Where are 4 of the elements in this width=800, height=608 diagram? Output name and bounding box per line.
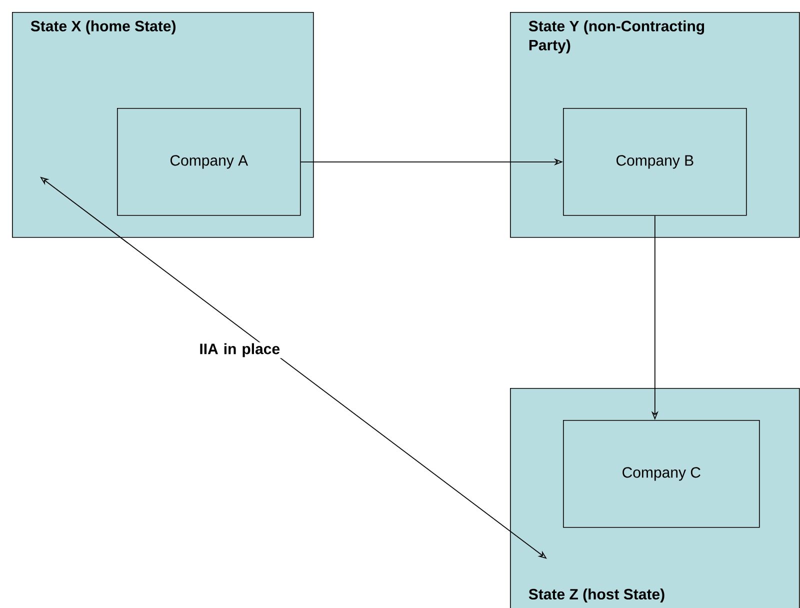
edge-label: IIA in place	[198, 342, 290, 358]
company-box: Company B	[563, 108, 747, 216]
company-box: Company C	[563, 420, 760, 528]
company-box: Company A	[117, 108, 301, 216]
